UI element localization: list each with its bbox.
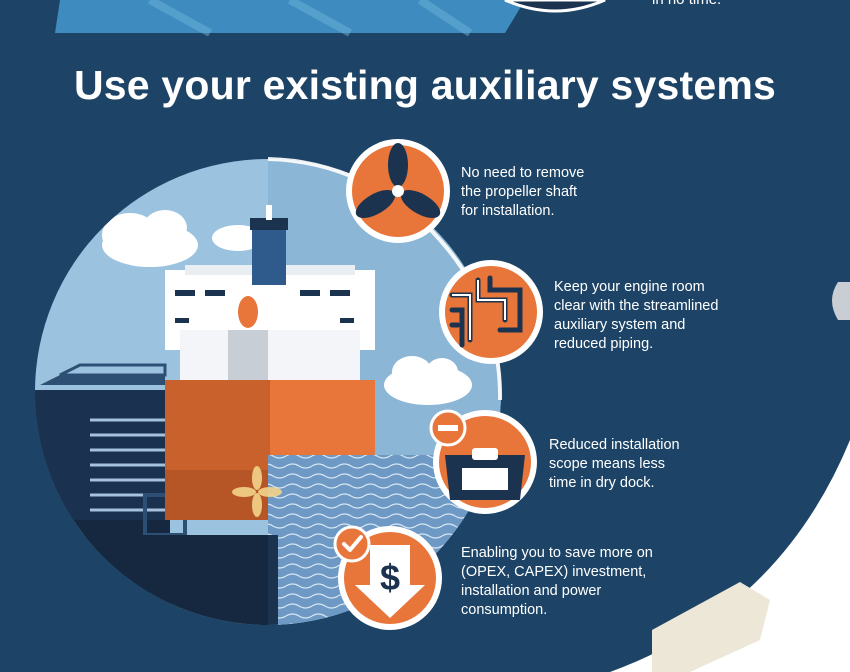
top-banner-strip: [55, 0, 525, 33]
edge-decoration: [832, 282, 850, 320]
feature-text-propeller: No need to remove the propeller shaft fo…: [461, 165, 585, 219]
feature-text-dry-dock: Reduced installation scope means less ti…: [549, 437, 680, 491]
propeller-icon: [346, 139, 450, 243]
dry-dock-icon: [429, 409, 537, 514]
svg-text:$: $: [380, 557, 400, 598]
edge-decoration-bottom: [652, 582, 770, 672]
feature-text-savings: Enabling you to save more on (OPEX, CAPE…: [461, 545, 653, 618]
page-title: Use your existing auxiliary systems: [73, 62, 777, 108]
top-text-fragment: in no time.: [652, 0, 721, 8]
feature-text-piping: Keep your engine room clear with the str…: [554, 279, 719, 352]
dollar-savings-icon: $: [333, 525, 442, 630]
top-circle-fragment: [504, 0, 606, 13]
piping-icon: [439, 260, 543, 364]
